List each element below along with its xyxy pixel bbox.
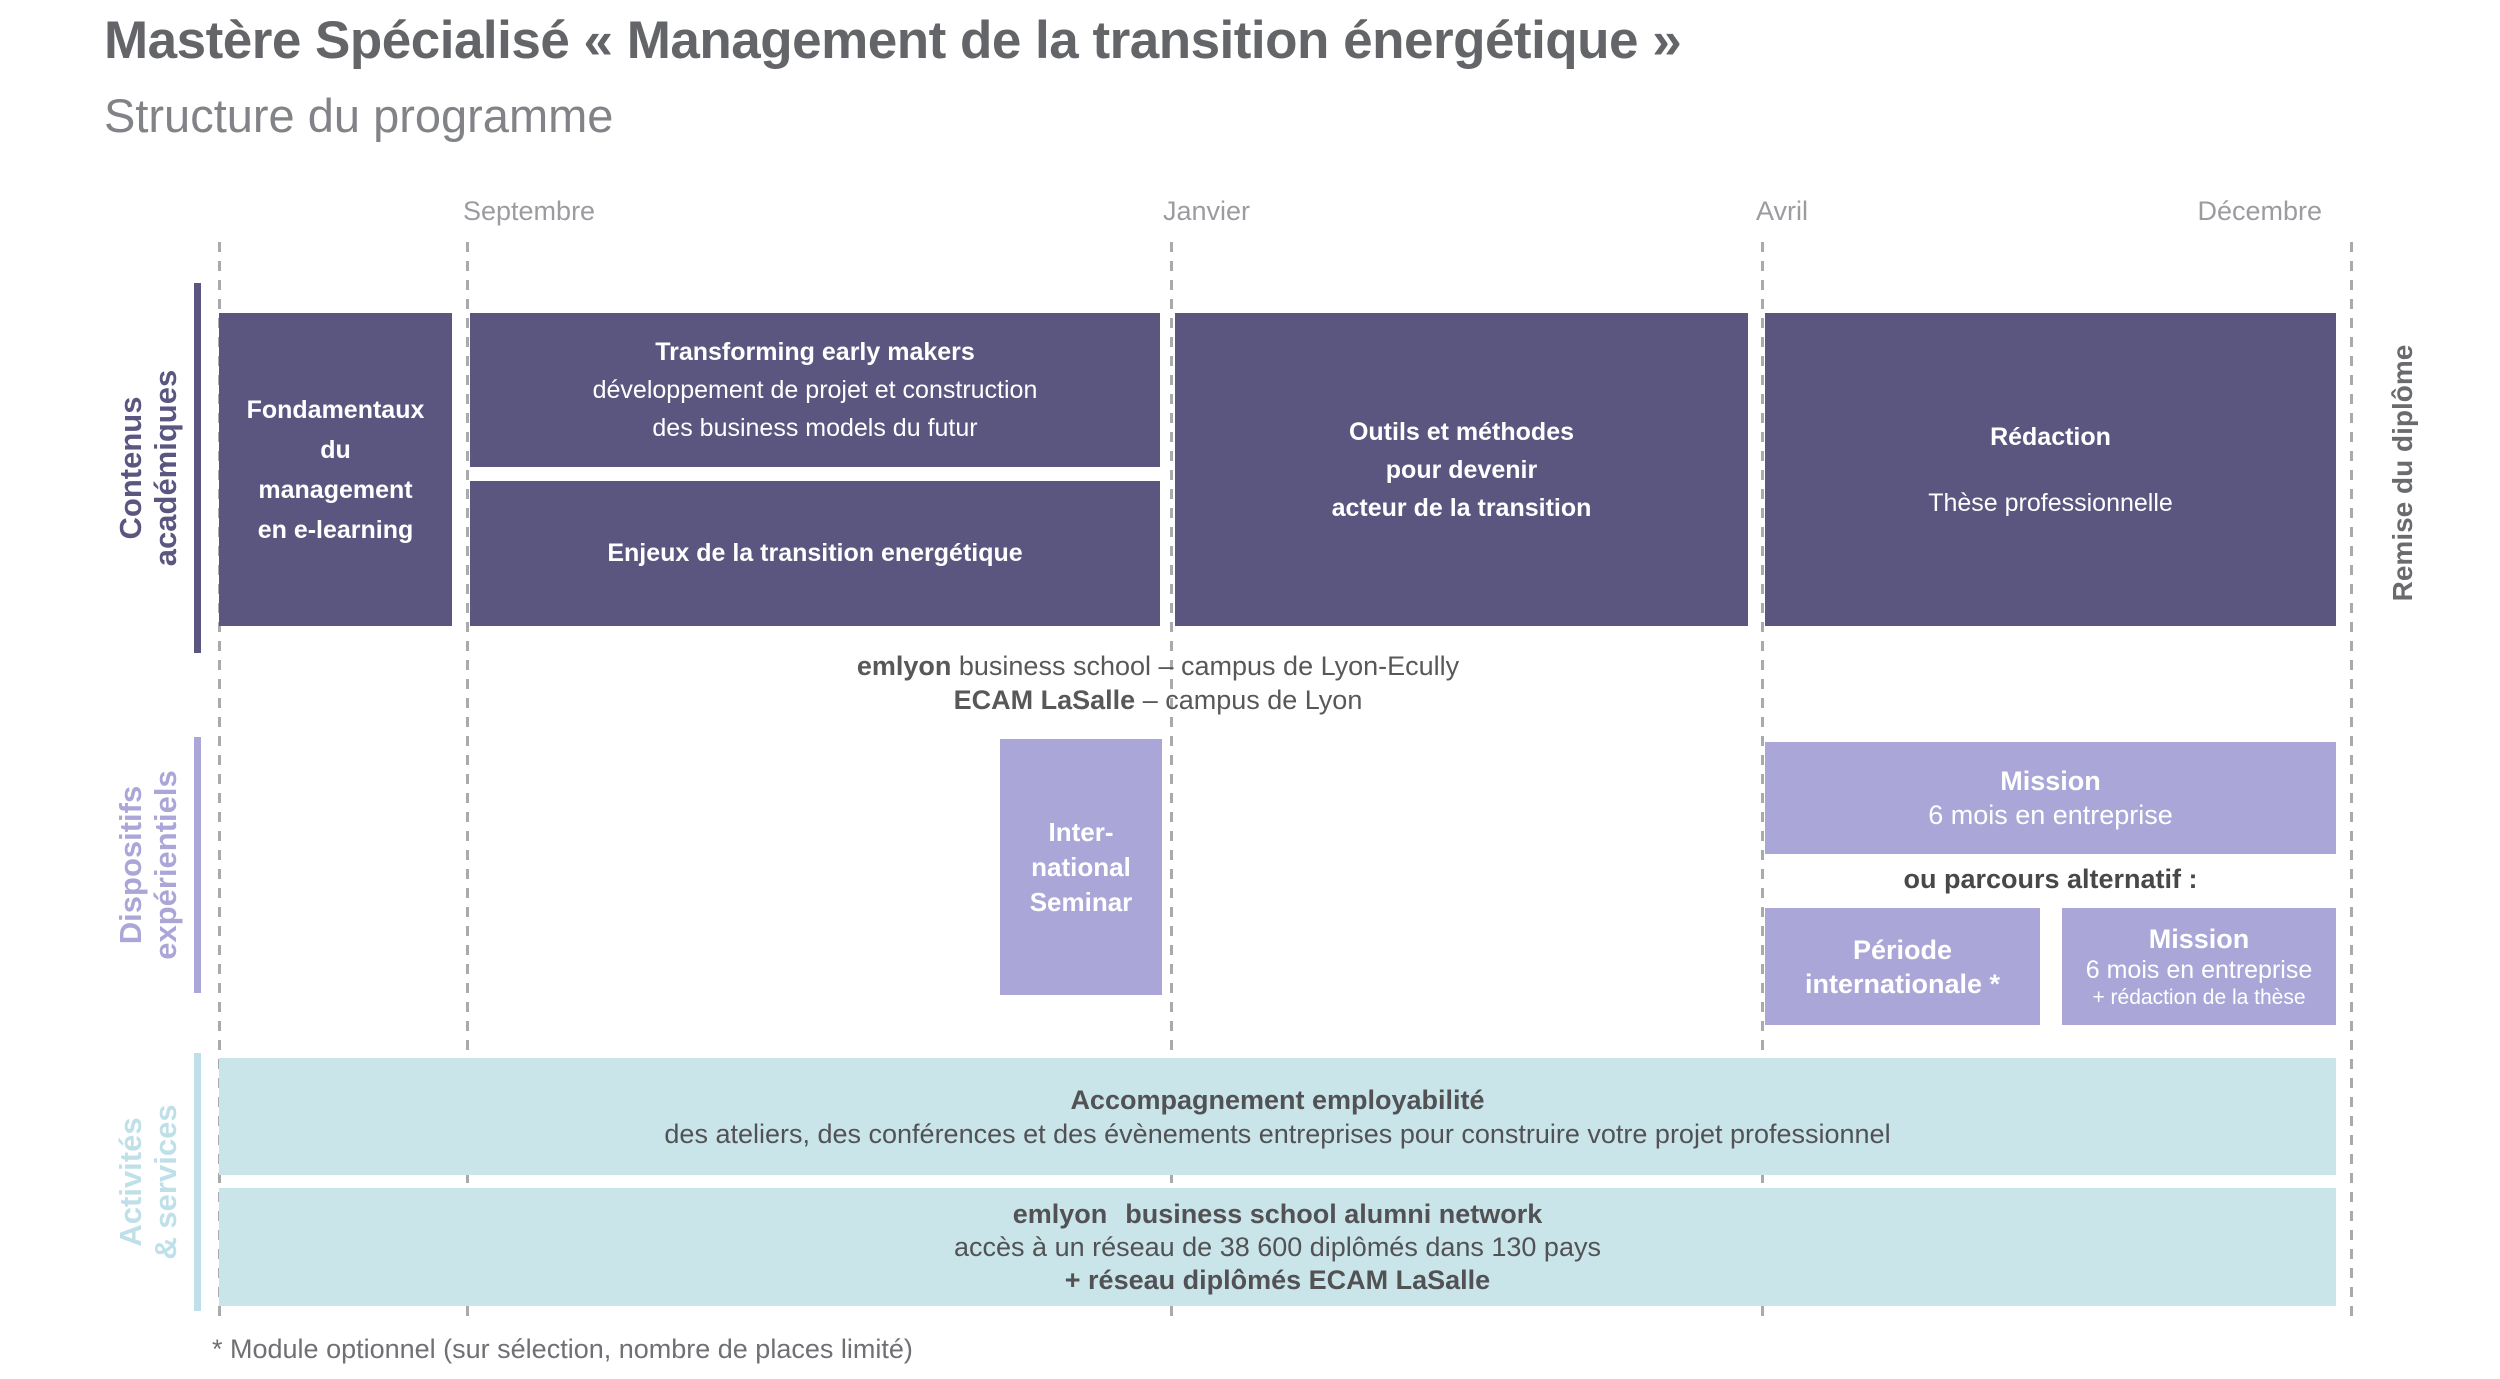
box-transforming-title: Transforming early makers	[655, 338, 975, 366]
box-seminar-line3: Seminar	[1029, 886, 1133, 917]
box-fundamentals-line2: du	[320, 435, 351, 464]
box-seminar-line2: national	[1031, 851, 1131, 882]
bar-alumni-title-rest: business school alumni network	[1125, 1198, 1543, 1229]
bar-alumni-brand: emlyon	[1012, 1198, 1108, 1229]
section-label-services: Activités & services	[113, 982, 185, 1379]
box-periode-internationale: Période internationale *	[1765, 908, 2040, 1025]
month-label-avril: Avril	[1756, 196, 1809, 226]
section-label-academic: Contenus académiques	[113, 268, 185, 668]
footnote-optional-module: * Module optionnel (sur sélection, nombr…	[212, 1334, 913, 1364]
dashed-gridline-janvier	[1170, 242, 1173, 1322]
month-label-decembre: Décembre	[2197, 196, 2322, 226]
campus-note-line2-rest: – campus de Lyon	[1135, 685, 1363, 715]
page-title: Mastère Spécialisé « Management de la tr…	[104, 11, 1682, 70]
campus-note-line1-rest: business school – campus de Lyon-Ecully	[951, 651, 1460, 681]
box-outils-line1: Outils et méthodes	[1348, 417, 1575, 446]
section-bar-experiential	[194, 737, 201, 993]
campus-note-line1: emlyon business school – campus de Lyon-…	[219, 649, 2097, 683]
box-redaction-title: Rédaction	[1990, 422, 2111, 451]
box-international-seminar: Inter- national Seminar	[1000, 739, 1162, 995]
alternative-path-label: ou parcours alternatif :	[1903, 864, 2198, 894]
box-fundamentals-line4: en e-learning	[257, 515, 414, 544]
section-label-academic-line1: Contenus	[113, 396, 148, 540]
campus-note-line1-brand: emlyon	[856, 651, 952, 681]
box-outils-line2: pour devenir	[1385, 455, 1538, 484]
box-mission-alt-title: Mission	[2148, 923, 2250, 954]
box-transforming-line3: des business models du futur	[652, 414, 978, 442]
bar-alumni-network: emlyon business school alumni network acc…	[219, 1188, 2336, 1306]
box-seminar-line1: Inter-	[1048, 816, 1114, 847]
bar-employability-subtitle: des ateliers, des conférences et des évè…	[664, 1118, 1891, 1149]
page-subtitle: Structure du programme	[104, 89, 614, 142]
box-outils-line3: acteur de la transition	[1331, 493, 1592, 522]
dashed-gridline-start	[218, 242, 221, 1322]
box-fundamentals-line3: management	[258, 475, 413, 504]
bar-employability-title: Accompagnement employabilité	[1070, 1084, 1485, 1115]
campus-note-line2: ECAM LaSalle – campus de Lyon	[219, 683, 2097, 717]
bar-employability: Accompagnement employabilité des atelier…	[219, 1058, 2336, 1175]
section-bar-academic	[194, 283, 201, 653]
campus-note-line2-brand: ECAM LaSalle	[953, 685, 1136, 715]
box-periode-line2: internationale *	[1804, 968, 2001, 999]
box-mission-title: Mission	[2000, 766, 2101, 796]
dashed-gridline-decembre	[2350, 242, 2353, 1322]
box-mission-alternative: Mission 6 mois en entreprise + rédaction…	[2062, 908, 2336, 1025]
box-fundamentals-elearning: Fondamentaux du management en e-learning	[219, 313, 452, 626]
section-label-services-line2: & services	[148, 1104, 183, 1260]
box-redaction-these: Rédaction Thèse professionnelle	[1765, 313, 2336, 626]
bar-alumni-line3: + réseau diplômés ECAM LaSalle	[1064, 1264, 1491, 1295]
diploma-label: Remise du diplôme	[2387, 344, 2418, 602]
dashed-gridline-septembre	[466, 242, 469, 1322]
dashed-gridline-avril	[1761, 242, 1764, 1322]
box-mission-alt-line2: 6 mois en entreprise	[2085, 955, 2313, 984]
box-transforming-early-makers: Transforming early makers développement …	[470, 313, 1160, 467]
bar-alumni-title: emlyon business school alumni network	[1013, 1198, 1543, 1231]
box-outils-methodes: Outils et méthodes pour devenir acteur d…	[1175, 313, 1748, 626]
box-enjeux-transition: Enjeux de la transition energétique	[470, 481, 1160, 626]
section-label-academic-line2: académiques	[148, 369, 183, 567]
box-transforming-line2: développement de projet et construction	[592, 376, 1038, 404]
box-mission-alt-line3: + rédaction de la thèse	[2092, 985, 2306, 1009]
box-redaction-subtitle: Thèse professionnelle	[1928, 488, 2173, 517]
box-fundamentals-line1: Fondamentaux	[246, 395, 425, 424]
section-bar-services	[194, 1053, 201, 1311]
campus-note: emlyon business school – campus de Lyon-…	[219, 649, 2097, 717]
bar-alumni-line2: accès à un réseau de 38 600 diplômés dan…	[954, 1231, 1601, 1262]
box-mission-entreprise: Mission 6 mois en entreprise	[1765, 742, 2336, 854]
box-mission-subtitle: 6 mois en entreprise	[1928, 800, 2173, 830]
section-label-services-line1: Activités	[113, 1117, 148, 1247]
box-enjeux-title: Enjeux de la transition energétique	[607, 539, 1023, 567]
box-periode-line1: Période	[1852, 934, 1953, 965]
month-label-janvier: Janvier	[1163, 196, 1251, 226]
month-label-septembre: Septembre	[463, 196, 596, 226]
